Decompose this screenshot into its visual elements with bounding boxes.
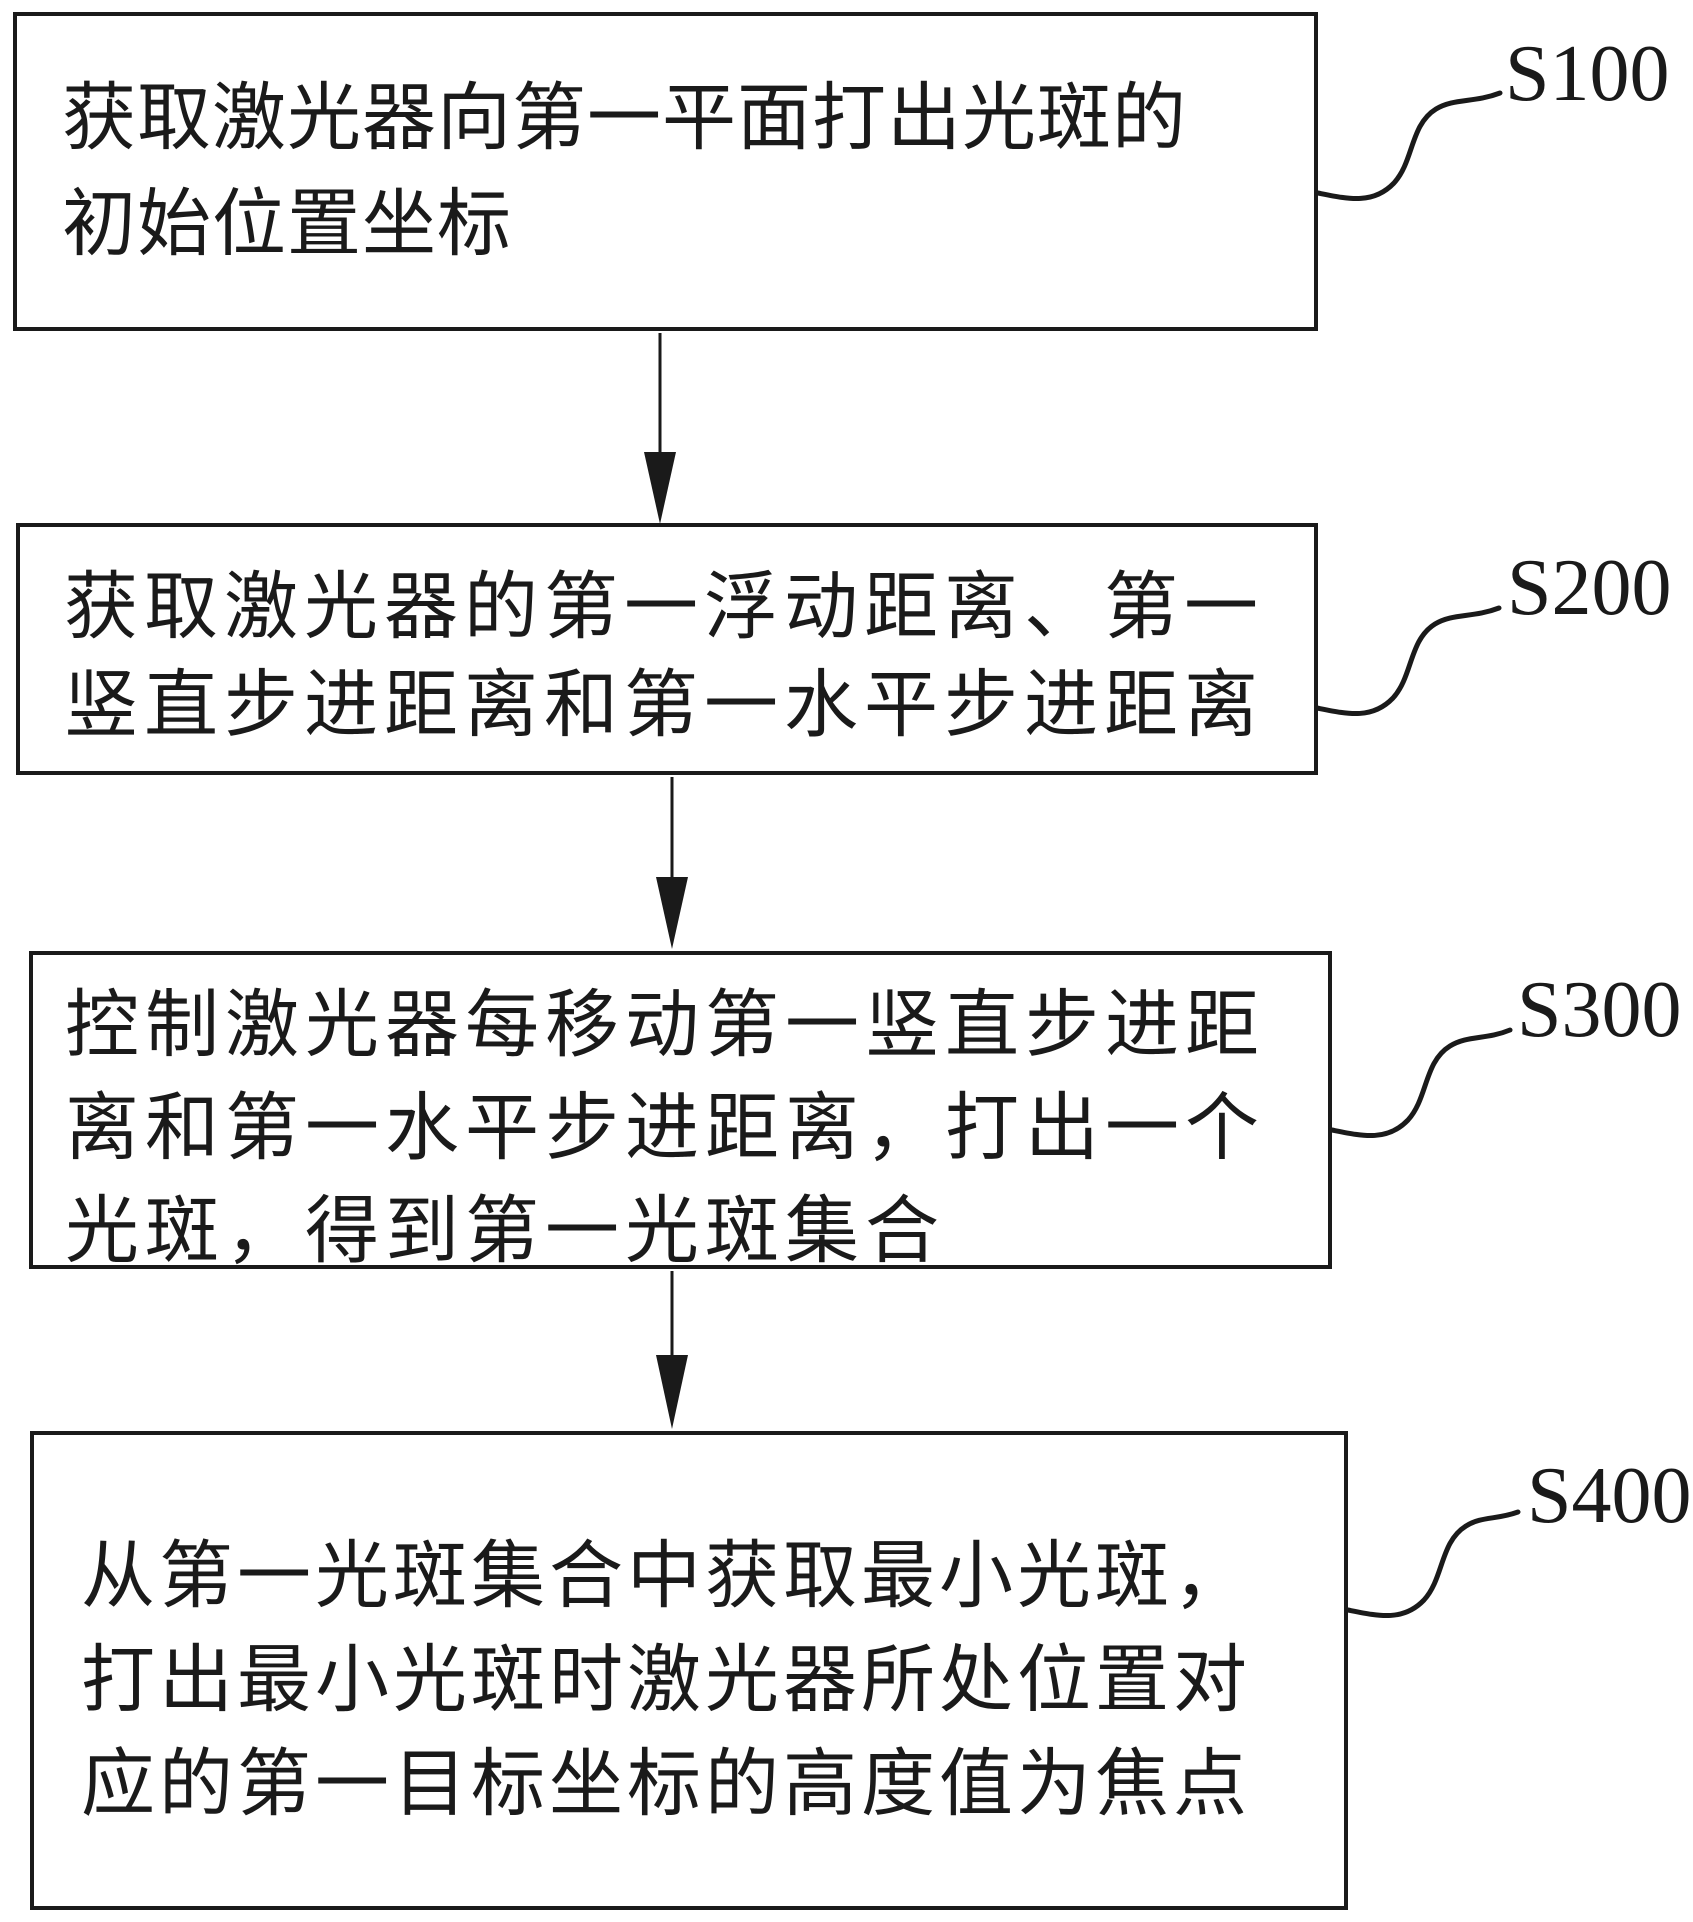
step-label-s300: S300 [1517,966,1682,1054]
step-label-s400: S400 [1527,1452,1692,1540]
leader-line-s200 [1314,605,1502,716]
step-s400-text-line: 从第一光斑集合中获取最小光斑， [81,1536,1251,1618]
step-box-s300: 控制激光器每移动第一竖直步进距 离和第一水平步进距离，打出一个 光斑，得到第一光… [29,951,1332,1273]
arrow-down-1 [644,333,676,524]
leader-line-s400 [1345,1509,1521,1618]
step-s300-text-line: 光斑，得到第一光斑集合 [65,1191,945,1273]
leader-line-s100 [1315,90,1503,201]
leader-line-s300 [1329,1027,1513,1138]
arrow-down-2 [656,777,688,949]
step-s400-text-line: 打出最小光斑时激光器所处位置对 [81,1640,1251,1722]
step-box-s200: 获取激光器的第一浮动距离、第一 竖直步进距离和第一水平步进距离 [16,523,1318,775]
step-s200-text-line: 竖直步进距离和第一水平步进距离 [64,665,1264,747]
arrow-down-3 [656,1271,688,1429]
step-s200-text-line: 获取激光器的第一浮动距离、第一 [64,567,1264,649]
step-s300-text-line: 控制激光器每移动第一竖直步进距 [65,985,1265,1067]
step-box-s400: 从第一光斑集合中获取最小光斑， 打出最小光斑时激光器所处位置对 应的第一目标坐标… [30,1431,1348,1910]
step-s100-text-line: 获取激光器向第一平面打出光斑的 [62,78,1187,160]
step-label-s100: S100 [1505,30,1670,118]
step-s300-text-line: 离和第一水平步进距离，打出一个 [65,1088,1265,1170]
step-s100-text-line: 初始位置坐标 [62,184,512,266]
step-box-s100: 获取激光器向第一平面打出光斑的 初始位置坐标 [13,12,1318,331]
step-s400-text-line: 应的第一目标坐标的高度值为焦点 [81,1744,1251,1826]
step-label-s200: S200 [1507,544,1672,632]
